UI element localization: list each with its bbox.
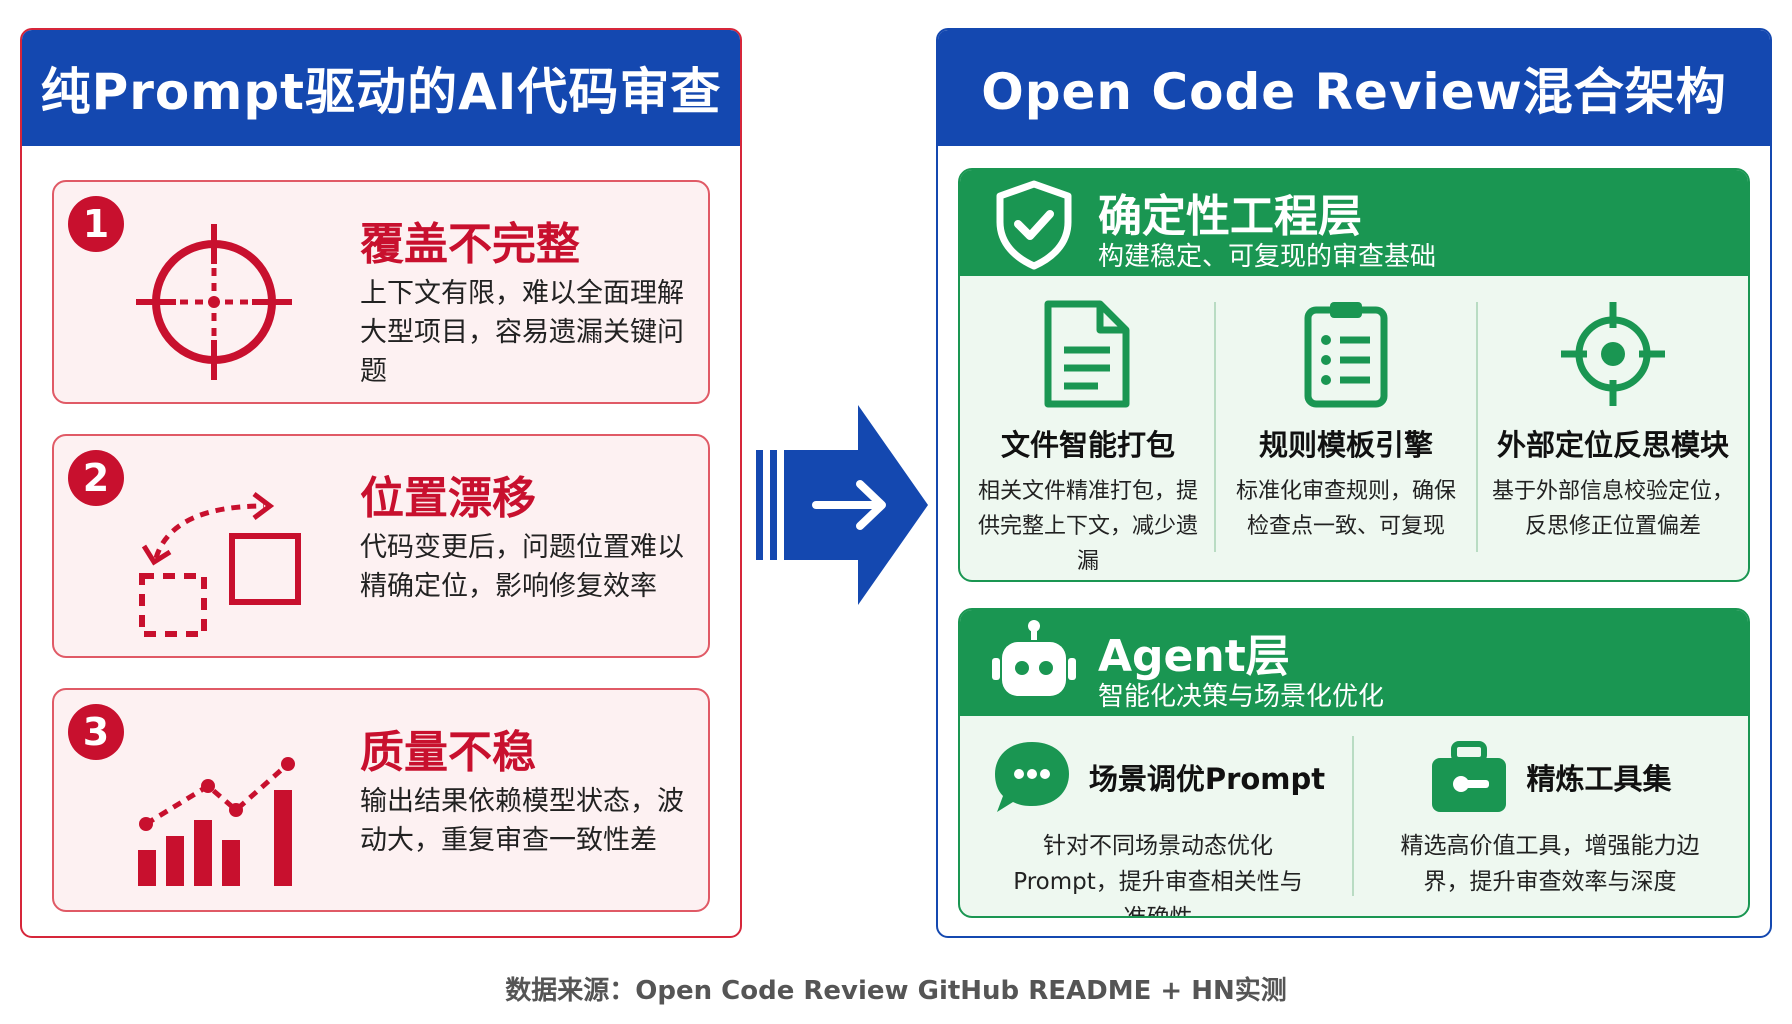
module-file-packing: 文件智能打包 相关文件精准打包，提供完整上下文，减少遗漏 (966, 276, 1210, 579)
right-panel: Open Code Review混合架构 确定性工程层 构建稳定、可复现的审查基… (936, 28, 1772, 938)
target-icon (1561, 302, 1665, 406)
right-panel-title: Open Code Review混合架构 (938, 30, 1770, 146)
left-panel: 纯Prompt驱动的AI代码审查 1 覆盖不完整 上下文有限，难以全面理解大型项… (20, 28, 742, 938)
module-title: 外部定位反思模块 (1496, 428, 1729, 462)
card-title: 覆盖不完整 (360, 219, 580, 270)
document-icon (1044, 300, 1130, 408)
shield-check-icon (996, 180, 1072, 270)
robot-icon (992, 620, 1076, 696)
card-description: 输出结果依赖模型状态，波动大，重复审查一致性差 (360, 786, 684, 856)
module-external-locate-reflect: 外部定位反思模块 基于外部信息校验定位，反思修正位置偏差 (1480, 276, 1746, 544)
data-source-footer: 数据来源：Open Code Review GitHub README + HN… (505, 976, 1287, 1006)
deterministic-engineering-layer: 确定性工程层 构建稳定、可复现的审查基础 文件智能打包 相关文件精准打包，提供完… (958, 168, 1750, 582)
layer-header: 确定性工程层 构建稳定、可复现的审查基础 (960, 170, 1748, 276)
agent-layer: Agent层 智能化决策与场景化优化 场景调优Prompt 针对不同场景动态优化… (958, 608, 1750, 918)
number-badge-3: 3 (68, 704, 124, 760)
divider (1214, 302, 1216, 552)
module-title: 精炼工具集 (1526, 762, 1672, 796)
layer-subtitle: 智能化决策与场景化优化 (1098, 682, 1385, 712)
module-rule-template-engine: 规则模板引擎 标准化审查规则，确保检查点一致、可复现 (1222, 276, 1470, 544)
toolbox-icon (1432, 741, 1507, 812)
module-title: 场景调优Prompt (1088, 762, 1326, 796)
divider (1476, 302, 1478, 552)
module-description: 基于外部信息校验定位，反思修正位置偏差 (1491, 479, 1734, 539)
checklist-icon (1304, 302, 1388, 408)
problem-card-incomplete-coverage: 1 覆盖不完整 上下文有限，难以全面理解大型项目，容易遗漏关键问题 (52, 180, 710, 404)
problem-card-unstable-quality: 3 质量不稳 输出结果依赖模型状态，波动大，重复审查一致性差 (52, 688, 710, 912)
module-scenario-prompt: 场景调优Prompt 针对不同场景动态优化Prompt，提升审查相关性与准确性 (970, 716, 1346, 918)
number-badge-2: 2 (68, 450, 124, 506)
module-description: 标准化审查规则，确保检查点一致、可复现 (1235, 479, 1456, 539)
module-description: 针对不同场景动态优化Prompt，提升审查相关性与准确性 (1013, 833, 1303, 918)
module-description: 精选高价值工具，增强能力边界，提升审查效率与深度 (1400, 833, 1700, 895)
module-title: 文件智能打包 (1000, 428, 1175, 462)
card-title: 质量不稳 (360, 727, 536, 778)
layer-title: Agent层 (1098, 631, 1290, 682)
layer-subtitle: 构建稳定、可复现的审查基础 (1098, 242, 1437, 272)
crosshair-icon (136, 224, 292, 380)
problem-card-position-drift: 2 位置漂移 代码变更后，问题位置难以精确定位，影响修复效率 (52, 434, 710, 658)
card-description: 上下文有限，难以全面理解大型项目，容易遗漏关键问题 (360, 278, 684, 387)
chat-bubble-icon (994, 742, 1069, 812)
position-drift-icon (139, 492, 301, 637)
card-description: 代码变更后，问题位置难以精确定位，影响修复效率 (360, 532, 684, 602)
module-refined-toolset: 精炼工具集 精选高价值工具，增强能力边界，提升审查效率与深度 (1360, 716, 1740, 900)
left-panel-title: 纯Prompt驱动的AI代码审查 (22, 30, 740, 146)
module-title: 规则模板引擎 (1258, 428, 1433, 462)
layer-title: 确定性工程层 (1098, 191, 1362, 242)
module-description: 相关文件精准打包，提供完整上下文，减少遗漏 (977, 479, 1198, 574)
number-badge-1: 1 (68, 196, 124, 252)
divider (1352, 736, 1354, 896)
fluctuating-chart-icon (138, 757, 295, 886)
transition-arrow-icon (756, 405, 928, 605)
card-title: 位置漂移 (360, 473, 536, 524)
layer-header: Agent层 智能化决策与场景化优化 (960, 610, 1748, 716)
